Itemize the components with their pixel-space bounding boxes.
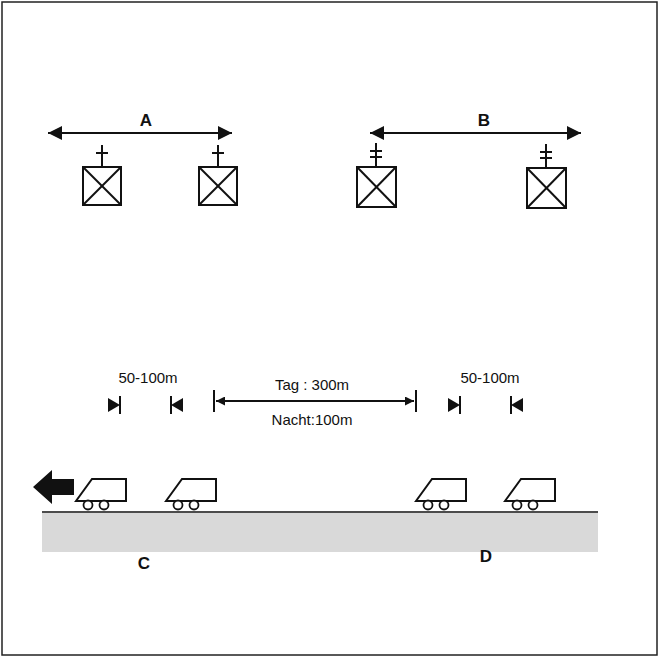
dimension-label: 50-100m	[118, 370, 177, 387]
unit-symbol	[527, 144, 566, 208]
wheel	[529, 501, 538, 510]
direction-arrow	[33, 470, 74, 504]
wheel	[440, 501, 449, 510]
vehicle	[166, 479, 216, 510]
wheel	[190, 501, 199, 510]
wheel	[100, 501, 109, 510]
dimension-label: Tag : 300m	[275, 377, 349, 394]
span-arrow	[370, 132, 581, 134]
vehicles	[76, 479, 555, 510]
distance-arrow	[216, 400, 414, 402]
span-letter: A	[140, 112, 152, 131]
dimension-marks	[108, 390, 523, 414]
unit-symbol	[357, 143, 396, 207]
unit-symbol	[83, 145, 121, 205]
group-letter: C	[138, 555, 150, 574]
wheel	[174, 501, 183, 510]
dimension-label: 50-100m	[460, 370, 519, 387]
road	[42, 513, 598, 552]
vehicle-body	[166, 479, 216, 501]
vehicle-body	[416, 479, 466, 501]
vehicle	[416, 479, 466, 510]
unit-symbol	[199, 145, 237, 205]
wheel	[84, 501, 93, 510]
group-letter: D	[480, 548, 492, 567]
vehicle	[76, 479, 126, 510]
vehicle-body	[76, 479, 126, 501]
wheel	[424, 501, 433, 510]
vehicle	[505, 479, 555, 510]
span-arrow	[48, 132, 232, 134]
road-edge	[42, 511, 598, 513]
dimension-label: Nacht:100m	[272, 412, 353, 429]
span-letter: B	[478, 112, 490, 131]
vehicle-body	[505, 479, 555, 501]
wheel	[513, 501, 522, 510]
